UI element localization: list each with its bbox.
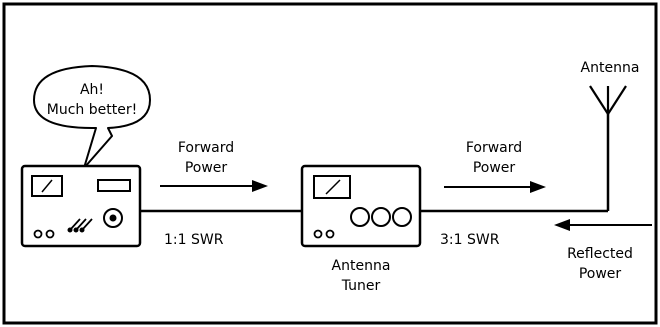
antenna-icon <box>590 86 626 114</box>
antenna-label: Antenna <box>581 60 640 76</box>
speech-line-2: Much better! <box>47 102 137 118</box>
reflected-arrow <box>554 219 652 231</box>
forward-arrow-right <box>444 181 546 193</box>
antenna-tuner <box>302 166 420 246</box>
forward-power-label-2-line2: Power <box>473 160 516 176</box>
speech-line-1: Ah! <box>80 82 104 98</box>
forward-power-label-1-line1: Forward <box>178 140 234 156</box>
forward-power-label-2-line1: Forward <box>466 140 522 156</box>
outer-border <box>4 4 656 323</box>
tuner-body <box>302 166 420 246</box>
forward-power-label-1-line2: Power <box>185 160 228 176</box>
swr-left-label: 1:1 SWR <box>164 232 224 248</box>
transceiver-dial-center-icon <box>110 215 117 222</box>
forward-arrow-left <box>160 180 268 192</box>
tuner-label-line1: Antenna <box>332 258 391 274</box>
reflected-power-label-line1: Reflected <box>567 246 633 262</box>
transceiver <box>22 166 140 246</box>
reflected-power-label-line2: Power <box>579 266 622 282</box>
swr-right-label: 3:1 SWR <box>440 232 500 248</box>
transceiver-body <box>22 166 140 246</box>
speech-bubble: Ah! Much better! <box>34 66 150 168</box>
tuner-label-line2: Tuner <box>341 278 381 294</box>
